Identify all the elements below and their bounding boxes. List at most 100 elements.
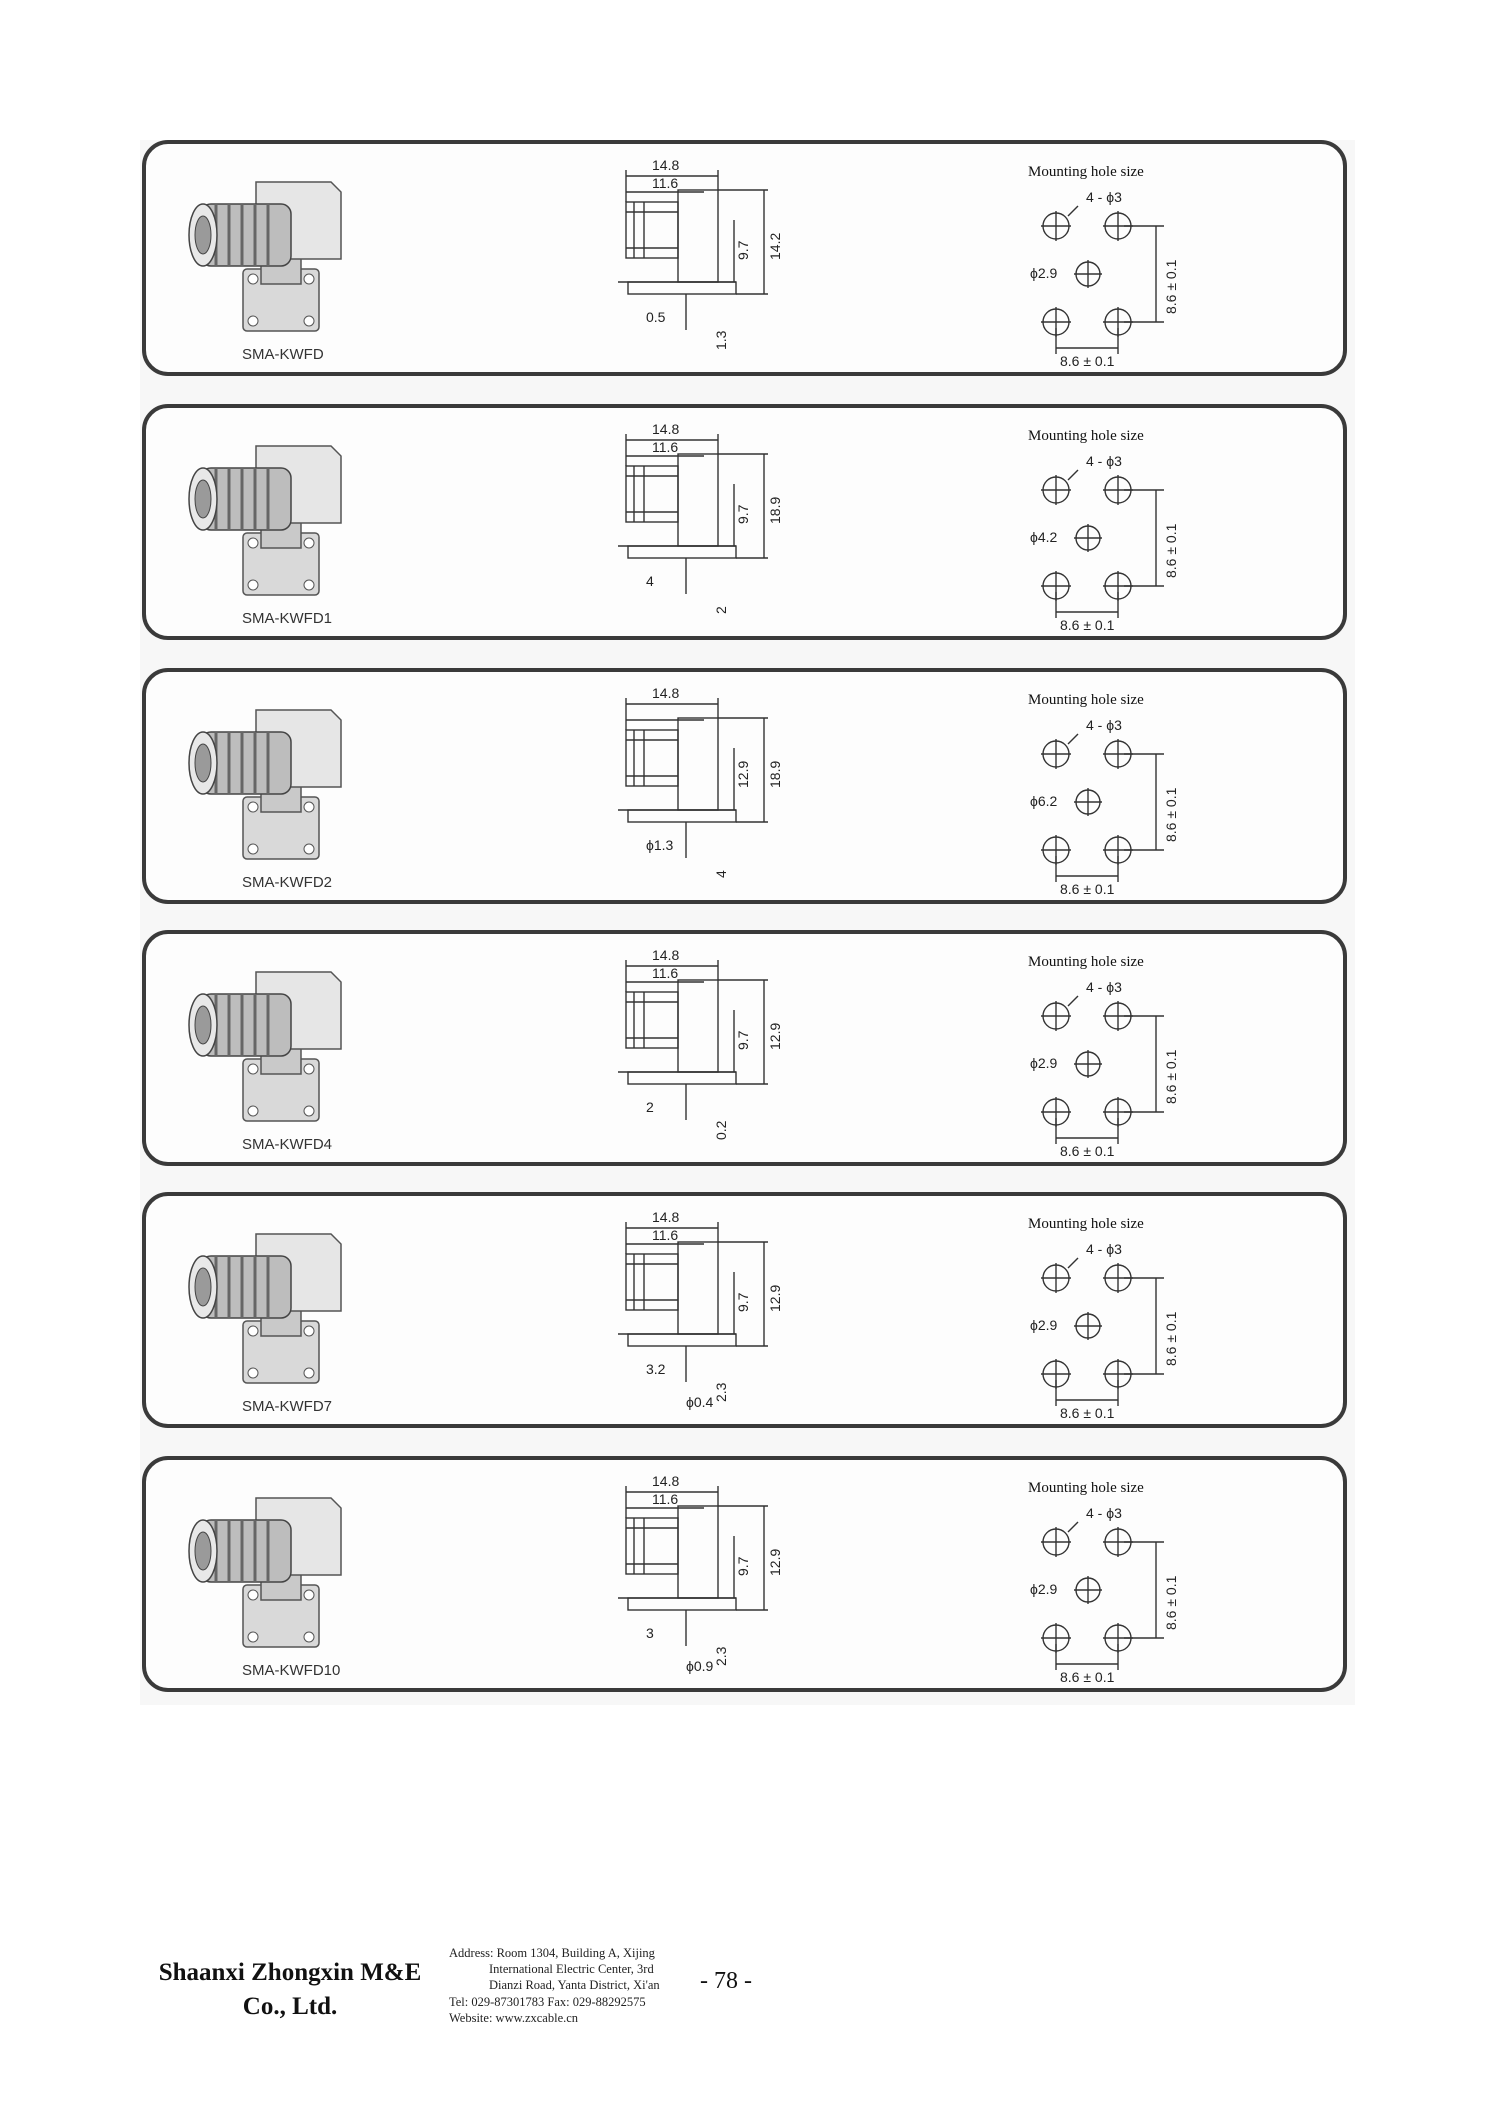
technical-drawing: 14.8 11.6 9.7 12.9 2 0.2: [618, 947, 783, 1140]
dim-detail-1: ϕ1.3: [646, 837, 674, 853]
website: Website: www.zxcable.cn: [449, 2010, 579, 2025]
hole-pitch-y: 8.6 ± 0.1: [1163, 259, 1179, 314]
model-name: SMA-KWFD1: [242, 610, 332, 627]
mounting-hole-label: Mounting hole size: [1028, 428, 1144, 444]
dim-detail-1: 3.2: [646, 1361, 666, 1377]
mounting-hole-diagram: 4 - ϕ3 ϕ2.9 8.6 ± 0.1 8.6 ± 0.1: [1030, 1505, 1179, 1685]
dim-pin-dia: ϕ0.4: [686, 1394, 714, 1410]
technical-drawing: 14.8 11.6 9.7 18.9 4 2: [618, 421, 783, 614]
company-name: Shaanxi Zhongxin M&E Co., Ltd.: [140, 1956, 440, 2024]
center-hole-diameter: ϕ2.9: [1030, 1581, 1058, 1597]
hole-pitch-x: 8.6 ± 0.1: [1060, 353, 1115, 369]
hole-pitch-x: 8.6 ± 0.1: [1060, 1669, 1115, 1685]
dim-detail-2: 2: [713, 606, 729, 614]
hole-pitch-y: 8.6 ± 0.1: [1163, 1049, 1179, 1104]
model-name: SMA-KWFD7: [242, 1398, 332, 1415]
dim-width-overall: 14.8: [652, 157, 679, 173]
holes-count-diameter: 4 - ϕ3: [1086, 189, 1122, 205]
mounting-hole-label: Mounting hole size: [1028, 1216, 1144, 1232]
dim-detail-1: 4: [646, 573, 654, 589]
dim-width-overall: 14.8: [652, 1209, 679, 1225]
dim-height-1: 9.7: [735, 1556, 751, 1576]
technical-drawing: 14.8 11.6 9.7 12.9 3.2 2.3 ϕ0.4: [618, 1209, 783, 1410]
holes-count-diameter: 4 - ϕ3: [1086, 1241, 1122, 1257]
dim-width-body: 11.6: [652, 439, 678, 455]
model-name: SMA-KWFD2: [242, 874, 332, 891]
dim-detail-2: 0.2: [713, 1120, 729, 1140]
dim-height-1: 9.7: [735, 1292, 751, 1312]
product-panel: SMA-KWFD1 14.8 11.6 9.7 18.9 4 2 Moun: [142, 404, 1347, 640]
dim-width-overall: 14.8: [652, 1473, 679, 1489]
dim-detail-2: 2.3: [713, 1646, 729, 1666]
mounting-hole-diagram: 4 - ϕ3 ϕ2.9 8.6 ± 0.1 8.6 ± 0.1: [1030, 1241, 1179, 1421]
dim-detail-1: 0.5: [646, 309, 666, 325]
center-hole-diameter: ϕ2.9: [1030, 1317, 1058, 1333]
technical-drawing: 14.8 11.6 9.7 12.9 3 2.3 ϕ0.9: [618, 1473, 783, 1674]
mounting-hole-diagram: 4 - ϕ3 ϕ2.9 8.6 ± 0.1 8.6 ± 0.1: [1030, 979, 1179, 1159]
mounting-hole-label: Mounting hole size: [1028, 954, 1144, 970]
product-panel: SMA-KWFD 14.8 11.6 9.7 14.2 0.5 1.3 M: [142, 140, 1347, 376]
dim-height-1: 9.7: [735, 1030, 751, 1050]
hole-pitch-x: 8.6 ± 0.1: [1060, 881, 1115, 897]
dim-detail-1: 2: [646, 1099, 654, 1115]
company-name-line1: Shaanxi Zhongxin M&E: [158, 1959, 422, 1986]
address-line1: Address: Room 1304, Building A, Xijing: [449, 1946, 655, 1960]
hole-pitch-y: 8.6 ± 0.1: [1163, 523, 1179, 578]
catalog-sheet-background: [140, 140, 1355, 1705]
product-panel: SMA-KWFD7 14.8 11.6 9.7 12.9 3.2 2.3 ϕ0.: [142, 1192, 1347, 1428]
model-name: SMA-KWFD: [242, 346, 324, 363]
dim-height-2: 18.9: [767, 761, 783, 788]
mounting-hole-diagram: 4 - ϕ3 ϕ4.2 8.6 ± 0.1 8.6 ± 0.1: [1030, 453, 1179, 633]
hole-pitch-y: 8.6 ± 0.1: [1163, 1575, 1179, 1630]
hole-pitch-x: 8.6 ± 0.1: [1060, 1405, 1115, 1421]
dim-width-body: 11.6: [652, 1491, 678, 1507]
mounting-hole-diagram: 4 - ϕ3 ϕ2.9 8.6 ± 0.1 8.6 ± 0.1: [1030, 189, 1179, 369]
dim-height-2: 12.9: [767, 1549, 783, 1576]
mounting-hole-label: Mounting hole size: [1028, 1480, 1144, 1496]
dim-pin-dia: ϕ0.9: [686, 1658, 714, 1674]
dim-height-2: 12.9: [767, 1285, 783, 1312]
address-line3: Dianzi Road, Yanta District, Xi'an: [489, 1978, 660, 1993]
model-name: SMA-KWFD4: [242, 1136, 332, 1153]
dim-height-1: 9.7: [735, 240, 751, 260]
center-hole-diameter: ϕ2.9: [1030, 265, 1058, 281]
connector-photo: [188, 1497, 342, 1648]
hole-pitch-x: 8.6 ± 0.1: [1060, 617, 1115, 633]
center-hole-diameter: ϕ2.9: [1030, 1055, 1058, 1071]
connector-photo: [188, 445, 342, 596]
contact-phone-fax: Tel: 029-87301783 Fax: 029-88292575: [449, 1994, 646, 2009]
product-panel: SMA-KWFD4 14.8 11.6 9.7 12.9 2 0.2 Mo: [142, 930, 1347, 1166]
dim-detail-2: 2.3: [713, 1382, 729, 1402]
connector-photo: [188, 1233, 342, 1384]
holes-count-diameter: 4 - ϕ3: [1086, 1505, 1122, 1521]
dim-height-2: 14.2: [767, 233, 783, 260]
dim-detail-2: 4: [713, 870, 729, 878]
dim-width-body: 11.6: [652, 965, 678, 981]
dim-width-overall: 14.8: [652, 421, 679, 437]
dim-width-body: 11.6: [652, 175, 678, 191]
dim-width-body: 11.6: [652, 1227, 678, 1243]
center-hole-diameter: ϕ4.2: [1030, 529, 1058, 545]
holes-count-diameter: 4 - ϕ3: [1086, 453, 1122, 469]
center-hole-diameter: ϕ6.2: [1030, 793, 1058, 809]
company-name-line2: Co., Ltd.: [242, 1993, 338, 2020]
connector-photo: [188, 181, 342, 332]
dim-width-overall: 14.8: [652, 685, 679, 701]
dim-height-1: 12.9: [735, 761, 751, 788]
page-number: - 78 -: [700, 1968, 752, 1994]
dim-height-2: 18.9: [767, 497, 783, 524]
holes-count-diameter: 4 - ϕ3: [1086, 717, 1122, 733]
product-panel: SMA-KWFD10 14.8 11.6 9.7 12.9 3 2.3 ϕ0.9: [142, 1456, 1347, 1692]
dim-height-2: 12.9: [767, 1023, 783, 1050]
dim-detail-1: 3: [646, 1625, 654, 1641]
mounting-hole-label: Mounting hole size: [1028, 164, 1144, 180]
hole-pitch-y: 8.6 ± 0.1: [1163, 1311, 1179, 1366]
technical-drawing: 14.8 11.6 9.7 14.2 0.5 1.3: [618, 157, 783, 350]
dim-height-1: 9.7: [735, 504, 751, 524]
address-line2: International Electric Center, 3rd: [489, 1962, 654, 1977]
hole-pitch-x: 8.6 ± 0.1: [1060, 1143, 1115, 1159]
connector-photo: [188, 971, 342, 1122]
company-contact: Address: Room 1304, Building A, Xijing I…: [449, 1945, 660, 2026]
dim-width-overall: 14.8: [652, 947, 679, 963]
mounting-hole-label: Mounting hole size: [1028, 692, 1144, 708]
